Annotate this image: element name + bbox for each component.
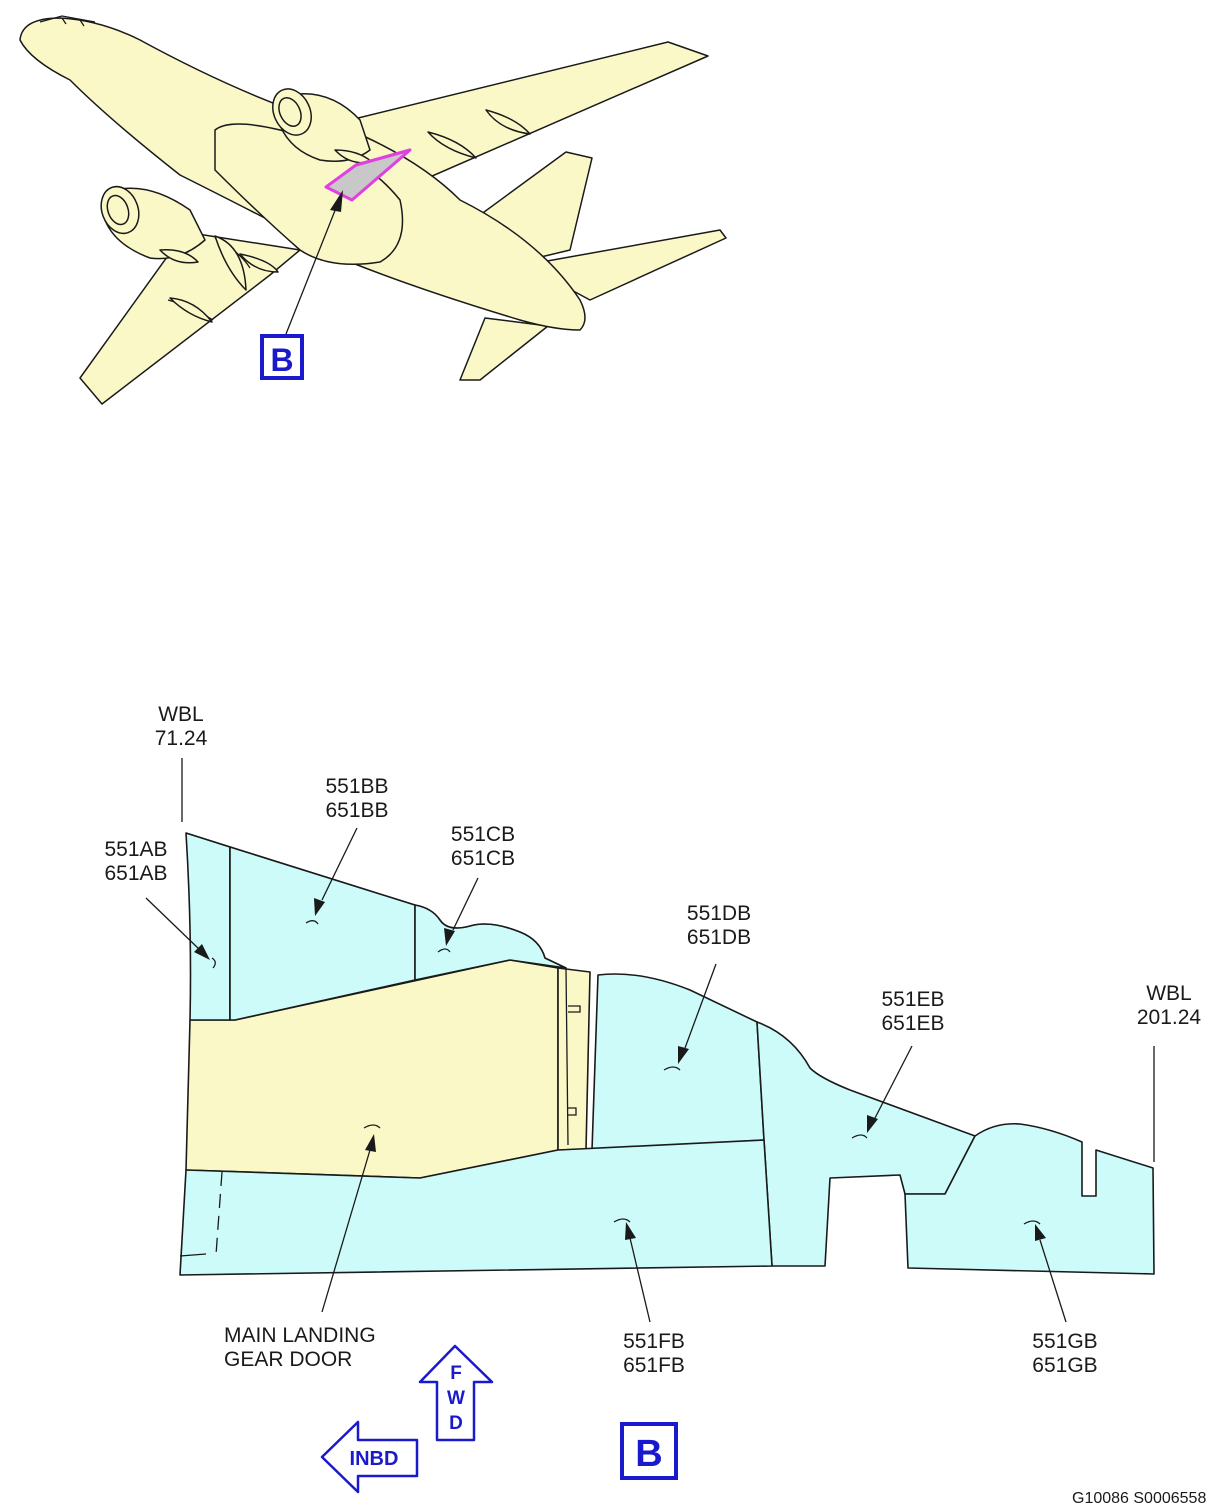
left-engine xyxy=(100,185,206,264)
svg-text:651GB: 651GB xyxy=(1032,1354,1097,1377)
svg-text:651FB: 651FB xyxy=(623,1354,685,1377)
svg-text:551CB: 551CB xyxy=(451,823,515,846)
svg-text:551GB: 551GB xyxy=(1032,1330,1097,1353)
wbl-outboard-value: 201.24 xyxy=(1137,1006,1202,1029)
view-b-callout-top: B xyxy=(260,334,304,380)
callout-letter: B xyxy=(270,342,293,378)
svg-text:651EB: 651EB xyxy=(881,1012,944,1035)
label-gb: 551GB 651GB xyxy=(1032,1330,1097,1377)
label-db: 551DB 651DB xyxy=(687,902,751,949)
leader-db xyxy=(663,963,717,1071)
svg-text:551EB: 551EB xyxy=(881,988,944,1011)
panel-551gb xyxy=(904,1122,1155,1275)
right-engine xyxy=(272,88,373,164)
label-mlg-door: MAIN LANDING GEAR DOOR xyxy=(224,1324,376,1371)
leader-cb xyxy=(437,877,479,953)
leader-gb xyxy=(1023,1220,1067,1323)
figure-id: G10086 S0006558 xyxy=(1072,1490,1206,1507)
svg-text:GEAR DOOR: GEAR DOOR xyxy=(224,1348,352,1371)
aircraft-locator-view: B xyxy=(19,15,727,405)
svg-text:651AB: 651AB xyxy=(104,862,167,885)
svg-text:651CB: 651CB xyxy=(451,847,515,870)
wbl-outboard-title: WBL xyxy=(1146,982,1192,1005)
svg-text:D: D xyxy=(449,1413,463,1434)
svg-text:551FB: 551FB xyxy=(623,1330,685,1353)
svg-text:551DB: 551DB xyxy=(687,902,751,925)
wbl-inboard-value: 71.24 xyxy=(155,727,208,750)
forward-direction-arrow: F W D xyxy=(418,1344,494,1442)
panel-551fb xyxy=(179,1139,773,1276)
label-bb: 551BB 651BB xyxy=(325,775,388,822)
left-horizontal-stabilizer xyxy=(459,317,549,381)
hinge-strip xyxy=(557,967,591,1151)
svg-text:551BB: 551BB xyxy=(325,775,388,798)
leader-mlg-door xyxy=(321,1124,381,1313)
svg-text:651DB: 651DB xyxy=(687,926,751,949)
view-b-callout-bottom: B xyxy=(620,1422,678,1480)
label-cb: 551CB 651CB xyxy=(451,823,515,870)
svg-text:B: B xyxy=(635,1433,662,1475)
leader-eb xyxy=(851,1045,913,1139)
svg-text:INBD: INBD xyxy=(350,1448,399,1470)
svg-text:651BB: 651BB xyxy=(325,799,388,822)
wbl-inboard-title: WBL xyxy=(158,703,204,726)
panel-layout-view: WBL 71.24 WBL 201.24 551AB 651AB 551BB 6… xyxy=(104,703,1206,1507)
leader-fb xyxy=(613,1218,651,1323)
label-ab: 551AB 651AB xyxy=(104,838,167,885)
label-eb: 551EB 651EB xyxy=(881,988,944,1035)
leader-bb xyxy=(305,827,358,925)
inboard-direction-arrow: INBD xyxy=(320,1420,419,1494)
svg-text:F: F xyxy=(450,1363,462,1384)
svg-text:W: W xyxy=(447,1388,465,1409)
leader-ab xyxy=(145,897,216,969)
panel-551ab xyxy=(185,832,231,1021)
svg-text:551AB: 551AB xyxy=(104,838,167,861)
label-fb: 551FB 651FB xyxy=(623,1330,685,1377)
wing-body-fairing xyxy=(214,123,404,266)
svg-text:MAIN LANDING: MAIN LANDING xyxy=(224,1324,376,1347)
